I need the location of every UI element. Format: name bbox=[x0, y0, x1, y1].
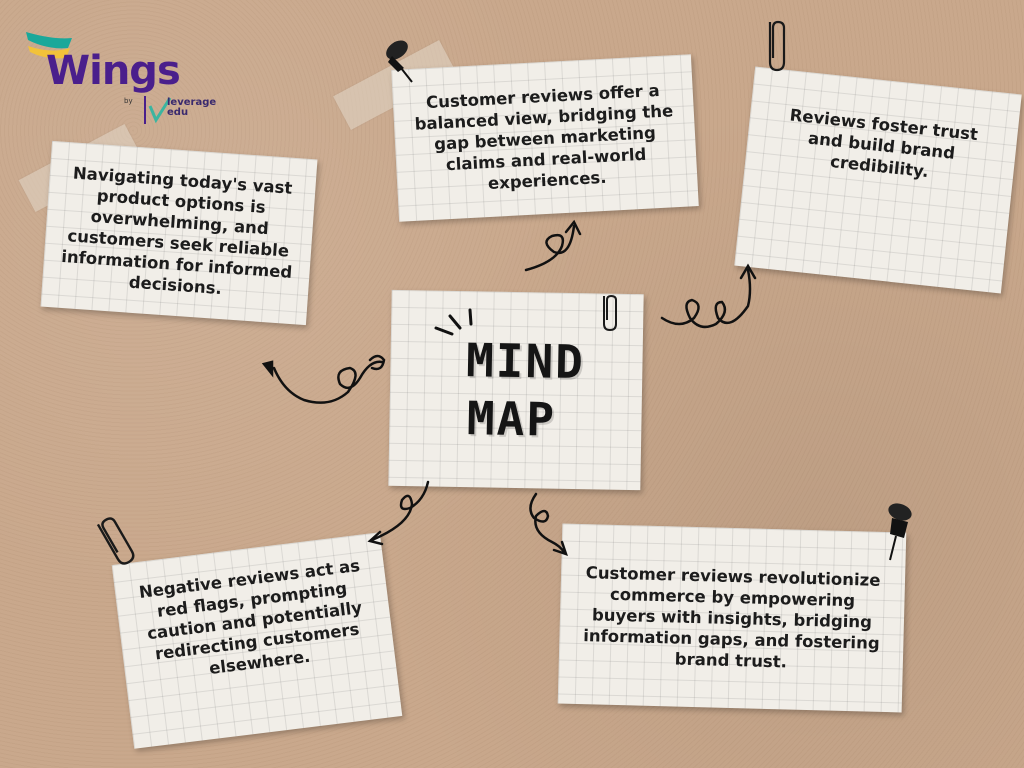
note-text: Reviews foster trust and build brand cre… bbox=[788, 104, 979, 181]
wings-logo: Wings by leverage edu bbox=[24, 26, 224, 136]
paperclip-icon bbox=[96, 517, 135, 565]
curly-arrow-icon bbox=[261, 354, 386, 404]
note-bottom-left: Negative reviews act as red flags, promp… bbox=[111, 532, 403, 749]
note-top-right: Reviews foster trust and build brand cre… bbox=[734, 66, 1022, 294]
brand-name: Wings bbox=[46, 48, 181, 94]
note-top-left: Navigating today's vast product options … bbox=[40, 140, 318, 326]
note-top-middle: Customer reviews offer a balanced view, … bbox=[391, 54, 699, 222]
note-text: Navigating today's vast product options … bbox=[60, 163, 293, 299]
note-text: Negative reviews act as red flags, promp… bbox=[137, 555, 364, 678]
mind-map-title-line2: MAP bbox=[466, 391, 557, 447]
brand-by: by bbox=[124, 97, 133, 105]
curly-arrow-icon bbox=[529, 492, 568, 556]
note-text: Customer reviews revolutionize commerce … bbox=[582, 562, 881, 671]
note-text: Customer reviews offer a balanced view, … bbox=[414, 80, 674, 193]
paperclip-icon bbox=[768, 20, 786, 72]
brand-sub-line2: edu bbox=[167, 107, 189, 118]
note-center-mind-map: MIND MAP bbox=[388, 289, 644, 491]
wings-swoosh-icon bbox=[26, 32, 172, 124]
note-bottom-right: Customer reviews revolutionize commerce … bbox=[557, 523, 907, 713]
curly-arrow-icon bbox=[660, 263, 757, 329]
mind-map-title-line1: MIND bbox=[465, 333, 586, 390]
curly-arrow-icon bbox=[524, 219, 582, 272]
brand-sub-line1: leverage bbox=[167, 97, 217, 108]
brand-sub: leverage edu bbox=[167, 98, 227, 118]
